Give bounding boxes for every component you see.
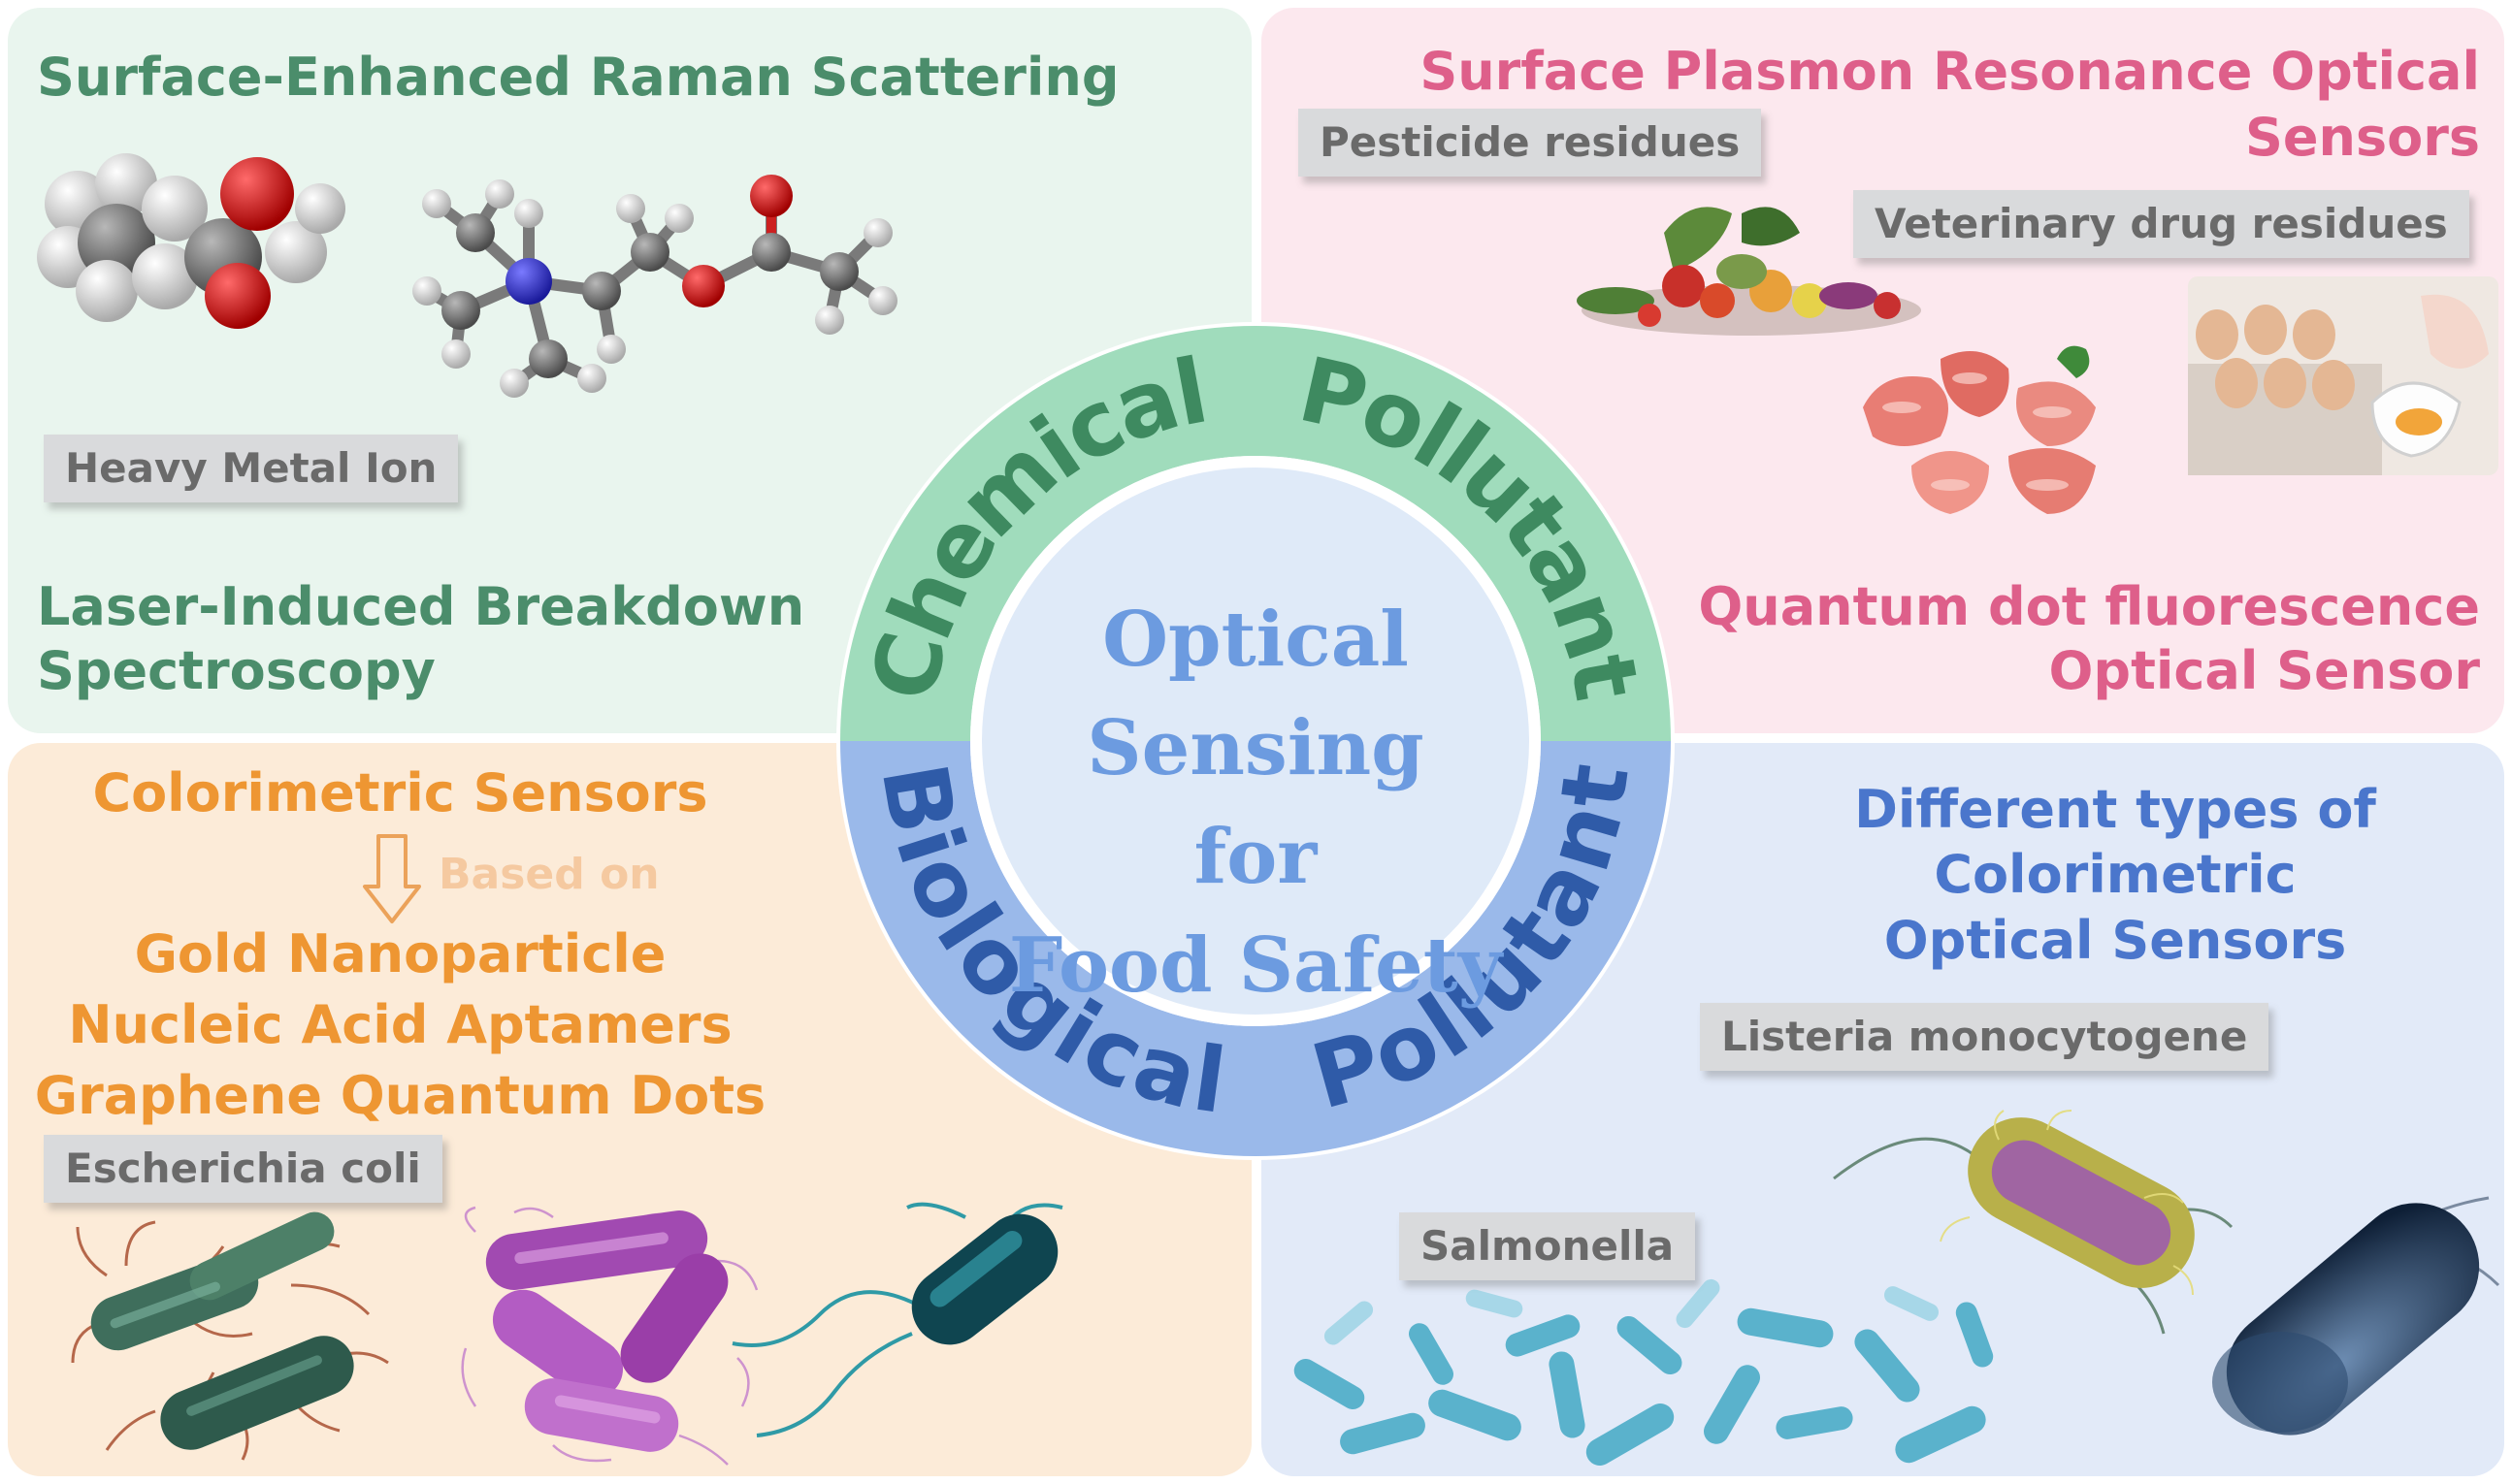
title-colorimetric-sensors: Colorimetric Sensors: [92, 762, 708, 823]
meat-icon: [1863, 345, 2096, 514]
tag-pesticide-residues: Pesticide residues: [1298, 109, 1762, 177]
bacteria-icon: [1293, 1278, 1994, 1466]
center-title: Optical Sensing for Food Safety: [926, 586, 1585, 1020]
item-nucleic-acid-aptamers: Nucleic Acid Aptamers: [68, 994, 733, 1055]
title-libs-line2: Spectroscopy: [37, 640, 436, 701]
title-different-types-line1: Different types of: [1854, 779, 2376, 840]
label-based-on: Based on: [439, 850, 660, 899]
bacteria-icon: [2212, 1196, 2500, 1436]
down-arrow-icon: [363, 834, 421, 923]
center-title-line2: for: [1193, 813, 1318, 901]
title-qd-line1: Quantum dot fluorescence: [1698, 576, 2480, 637]
center-title-line3: Food Safety: [1008, 921, 1503, 1010]
tag-listeria-monocytogene: Listeria monocytogene: [1700, 1003, 2269, 1072]
item-graphene-quantum-dots: Graphene Quantum Dots: [34, 1065, 767, 1126]
molecule-ball-stick-icon: [412, 175, 897, 398]
bacteria-icon: [732, 1202, 1063, 1437]
title-libs-line1: Laser-Induced Breakdown: [37, 576, 805, 637]
eggs-icon: [2188, 276, 2498, 475]
title-spr-line1: Surface Plasmon Resonance Optical: [1419, 41, 2480, 102]
molecule-space-fill-icon: [37, 153, 345, 329]
item-gold-nanoparticle: Gold Nanoparticle: [134, 923, 667, 984]
vegetables-icon: [1577, 207, 1921, 336]
title-spr-line2: Sensors: [2245, 107, 2480, 168]
tag-escherichia-coli: Escherichia coli: [44, 1135, 442, 1204]
tag-heavy-metal-ion: Heavy Metal Ion: [44, 435, 459, 503]
bacteria-icon: [1833, 1110, 2234, 1335]
center-title-line1: Optical Sensing: [1087, 596, 1424, 792]
tag-veterinary-drug-residues: Veterinary drug residues: [1853, 190, 2469, 259]
title-different-types-line3: Optical Sensors: [1883, 910, 2347, 971]
title-qd-line2: Optical Sensor: [2048, 640, 2480, 701]
bacteria-icon: [461, 1206, 759, 1466]
title-sers: Surface-Enhanced Raman Scattering: [37, 47, 1120, 108]
title-different-types-line2: Colorimetric: [1934, 844, 2297, 905]
tag-salmonella: Salmonella: [1399, 1212, 1696, 1281]
bacteria-icon: [71, 1211, 389, 1461]
